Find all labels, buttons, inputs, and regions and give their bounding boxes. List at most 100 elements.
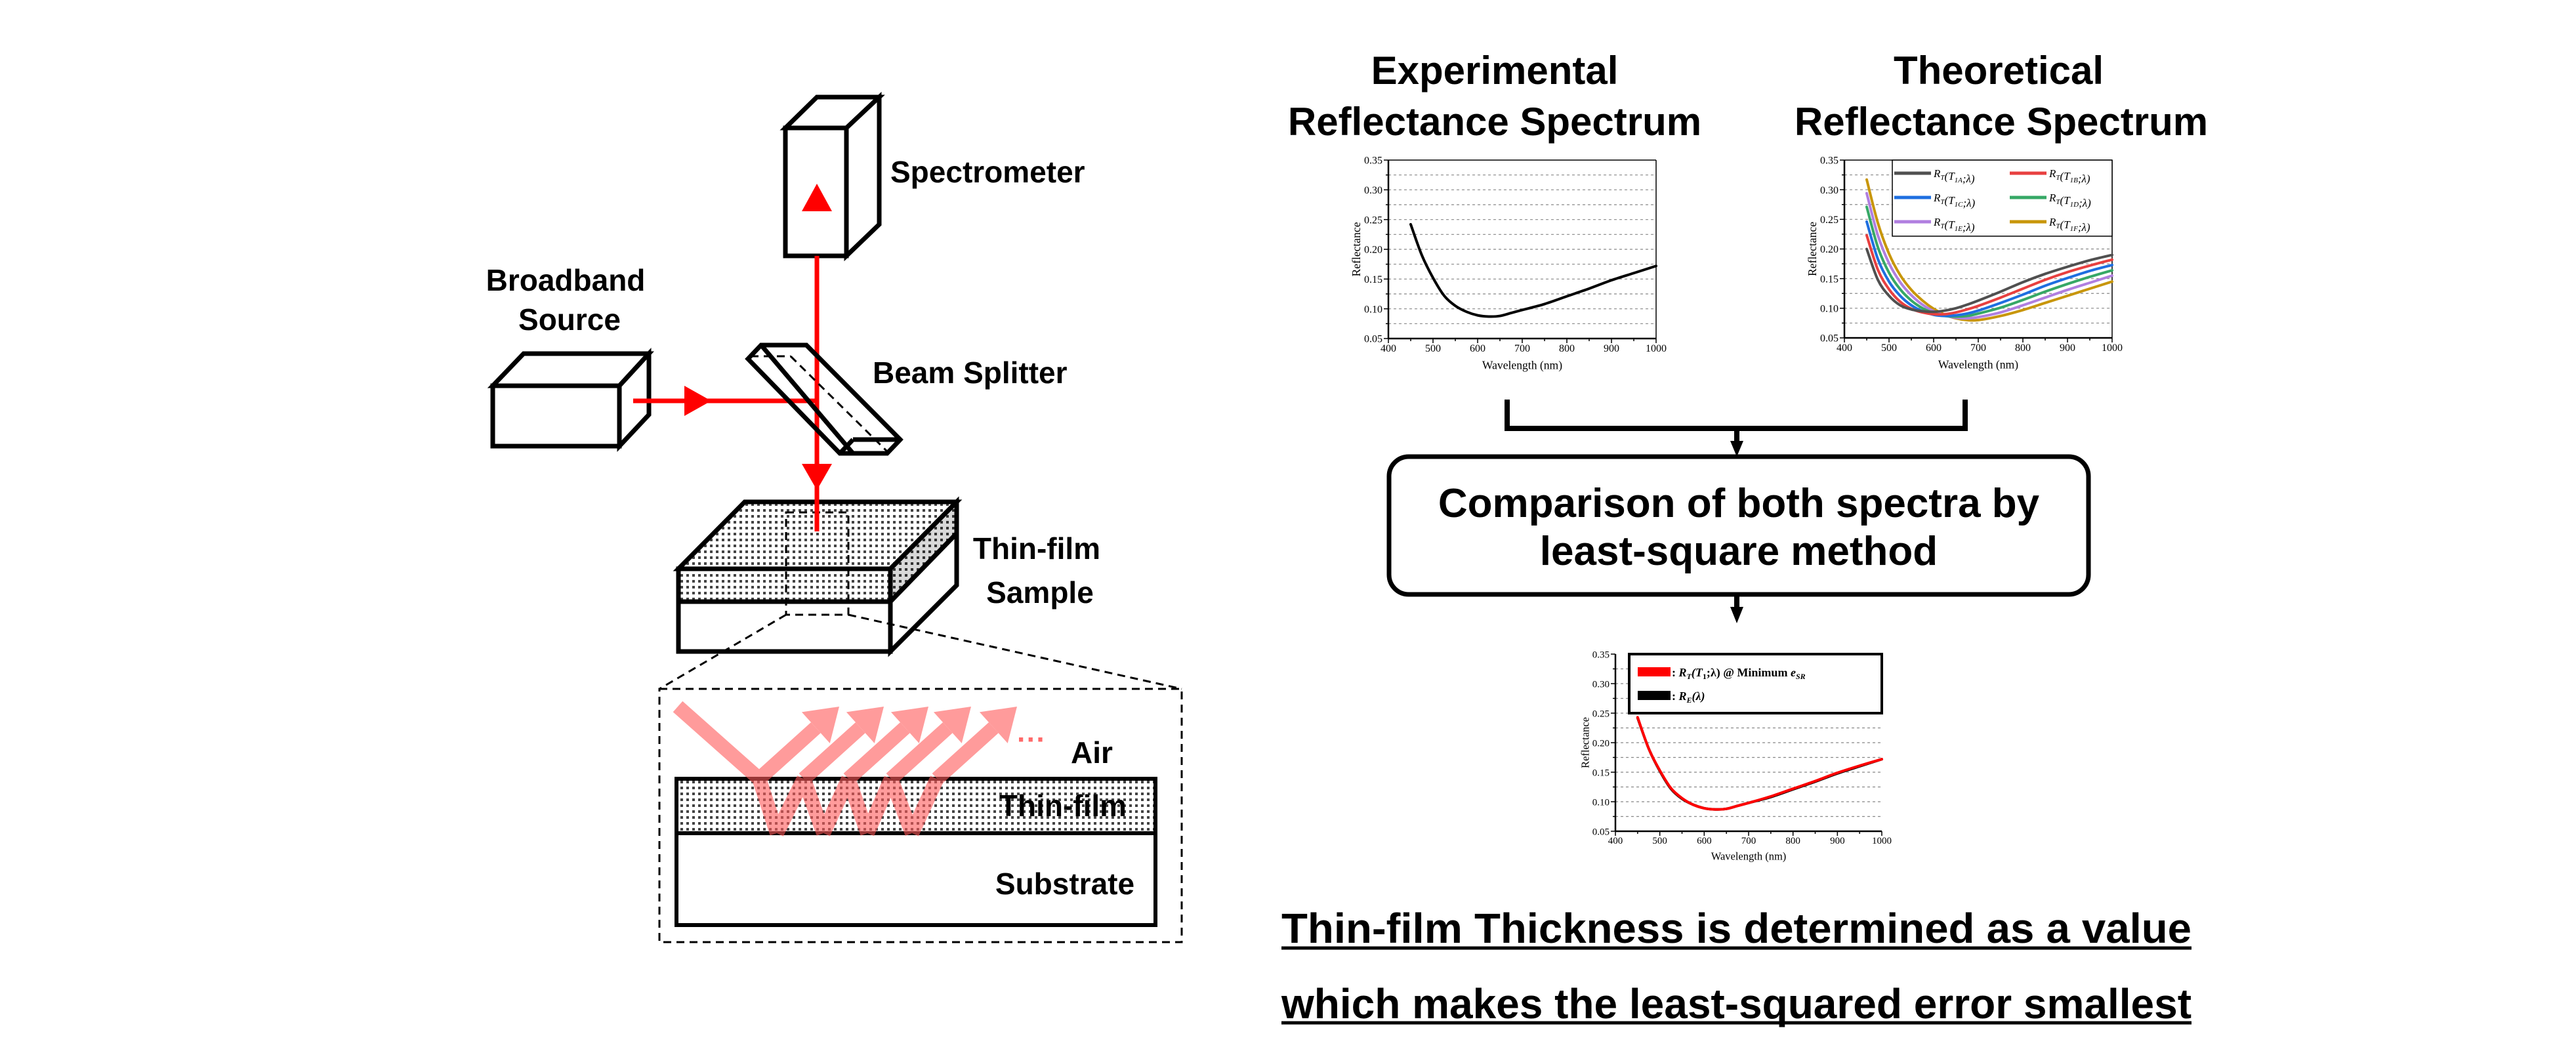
x-axis-label: Wavelength (nm) bbox=[1938, 358, 2018, 371]
source-label-line2: Source bbox=[518, 302, 621, 337]
y-tick-label: 0.35 bbox=[1592, 650, 1610, 660]
series-line bbox=[1865, 247, 2113, 314]
beam-arrow-up-icon bbox=[802, 184, 832, 211]
arrow-down-icon bbox=[1730, 441, 1743, 457]
comparison-line2: least-square method bbox=[1540, 529, 1938, 574]
x-tick-label: 600 bbox=[1926, 342, 1942, 354]
y-axis-label: Reflectance bbox=[1806, 222, 1819, 276]
x-tick-label: 600 bbox=[1697, 836, 1712, 846]
y-tick-label: 0.20 bbox=[1592, 738, 1610, 749]
series-line bbox=[1865, 220, 2113, 318]
x-axis-label: Wavelength (nm) bbox=[1711, 850, 1787, 863]
x-tick-label: 700 bbox=[1514, 343, 1530, 354]
inset-ellipsis: ··· bbox=[1017, 724, 1046, 756]
sample-label-line2: Sample bbox=[986, 575, 1094, 609]
beam-splitter-icon bbox=[745, 342, 904, 456]
y-tick-label: 0.25 bbox=[1364, 215, 1382, 226]
reflected-ray-arrowhead-icon bbox=[979, 707, 1017, 743]
beam-arrow-right-icon bbox=[684, 386, 711, 416]
legend-label: RT(T1B;λ) bbox=[2048, 167, 2090, 185]
thin-film-sample-icon bbox=[673, 496, 963, 657]
legend-swatch bbox=[1638, 667, 1671, 676]
x-tick-label: 900 bbox=[1604, 343, 1619, 354]
x-tick-label: 800 bbox=[2015, 342, 2031, 354]
x-tick-label: 1000 bbox=[2102, 342, 2123, 354]
beam-splitter-label: Beam Splitter bbox=[873, 356, 1068, 390]
merge-bracket bbox=[1505, 400, 1968, 431]
y-tick-label: 0.35 bbox=[1820, 155, 1839, 167]
x-tick-label: 500 bbox=[1652, 836, 1667, 846]
x-tick-label: 900 bbox=[1830, 836, 1845, 846]
legend-label: RT(T1E;λ) bbox=[1933, 216, 1975, 234]
x-tick-label: 800 bbox=[1559, 343, 1575, 354]
spectrometer-label: Spectrometer bbox=[890, 155, 1085, 189]
series-line bbox=[1865, 234, 2113, 316]
x-axis-label: Wavelength (nm) bbox=[1482, 358, 1562, 371]
x-tick-label: 400 bbox=[1608, 836, 1623, 846]
y-axis-label: Reflectance bbox=[1579, 717, 1592, 768]
y-tick-label: 0.25 bbox=[1820, 215, 1839, 226]
incident-ray bbox=[673, 701, 764, 785]
y-tick-label: 0.30 bbox=[1820, 185, 1839, 196]
internal-ray-up bbox=[770, 775, 810, 836]
spectrometer-icon bbox=[779, 91, 885, 262]
y-axis-label: Reflectance bbox=[1350, 222, 1363, 276]
y-tick-label: 0.30 bbox=[1592, 679, 1610, 690]
x-tick-label: 400 bbox=[1837, 342, 1852, 354]
zoom-line-left bbox=[659, 613, 787, 690]
y-tick-label: 0.30 bbox=[1364, 185, 1382, 196]
optical-setup: Spectrometer Broadband Source Beam Split… bbox=[486, 91, 1183, 943]
x-tick-label: 700 bbox=[1970, 342, 1986, 354]
reflected-ray-arrowhead-icon bbox=[801, 707, 839, 743]
y-tick-label: 0.10 bbox=[1820, 303, 1839, 314]
reflected-ray bbox=[932, 722, 999, 785]
series-line bbox=[1409, 222, 1657, 318]
conclusion-line1: Thin-film Thickness is determined as a v… bbox=[1281, 905, 2192, 952]
x-tick-label: 1000 bbox=[1646, 343, 1667, 354]
reflected-ray-arrowhead-icon bbox=[933, 707, 971, 743]
x-tick-label: 700 bbox=[1741, 836, 1756, 846]
cross-section-inset: Thin-film Substrate Air ··· bbox=[658, 688, 1183, 943]
legend-label: : RE(λ) bbox=[1672, 690, 1705, 705]
analysis-panel: Experimental Reflectance Spectrum Theore… bbox=[1281, 49, 2208, 1027]
internal-ray-up bbox=[905, 775, 944, 836]
reflected-ray-arrowhead-icon bbox=[846, 707, 884, 743]
legend-box bbox=[1628, 653, 1883, 714]
legend: : RT(T1;λ) @ Minimum eSR: RE(λ) bbox=[1628, 653, 1883, 714]
y-tick-label: 0.25 bbox=[1592, 709, 1610, 719]
y-tick-label: 0.05 bbox=[1592, 827, 1610, 837]
zoom-line-right bbox=[848, 613, 1182, 690]
y-tick-label: 0.15 bbox=[1364, 274, 1382, 285]
x-tick-label: 400 bbox=[1381, 343, 1396, 354]
inset-film-label: Thin-film bbox=[999, 789, 1127, 823]
source-label-line1: Broadband bbox=[486, 263, 646, 297]
comparison-line1: Comparison of both spectra by bbox=[1438, 481, 2040, 526]
sample-label-line1: Thin-film bbox=[973, 531, 1100, 566]
inset-substrate-label: Substrate bbox=[995, 867, 1134, 901]
y-tick-label: 0.35 bbox=[1364, 155, 1382, 167]
series-line bbox=[1636, 716, 1883, 811]
reflected-ray-arrowhead-icon bbox=[890, 707, 928, 743]
x-tick-label: 800 bbox=[1785, 836, 1800, 846]
conclusion-line2: which makes the least-squared error smal… bbox=[1281, 980, 2192, 1027]
x-tick-label: 1000 bbox=[1872, 836, 1892, 846]
x-tick-label: 500 bbox=[1425, 343, 1441, 354]
legend: RT(T1A;λ)RT(T1B;λ)RT(T1C;λ)RT(T1D;λ)RT(T… bbox=[1892, 159, 2113, 237]
reflected-ray bbox=[799, 722, 865, 785]
beam-arrow-down-icon bbox=[802, 464, 832, 490]
y-tick-label: 0.05 bbox=[1364, 334, 1382, 345]
x-tick-label: 600 bbox=[1470, 343, 1485, 354]
inset-air-label: Air bbox=[1071, 735, 1113, 770]
reflected-ray bbox=[886, 722, 953, 785]
legend-swatch bbox=[1638, 691, 1671, 700]
experimental-title-line2: Reflectance Spectrum bbox=[1288, 100, 1701, 144]
broadband-source-icon bbox=[487, 348, 654, 452]
theoretical-title-line2: Reflectance Spectrum bbox=[1795, 100, 2208, 144]
theoretical-title-line1: Theoretical bbox=[1894, 49, 2104, 93]
y-tick-label: 0.20 bbox=[1364, 245, 1382, 256]
y-tick-label: 0.15 bbox=[1820, 274, 1839, 285]
